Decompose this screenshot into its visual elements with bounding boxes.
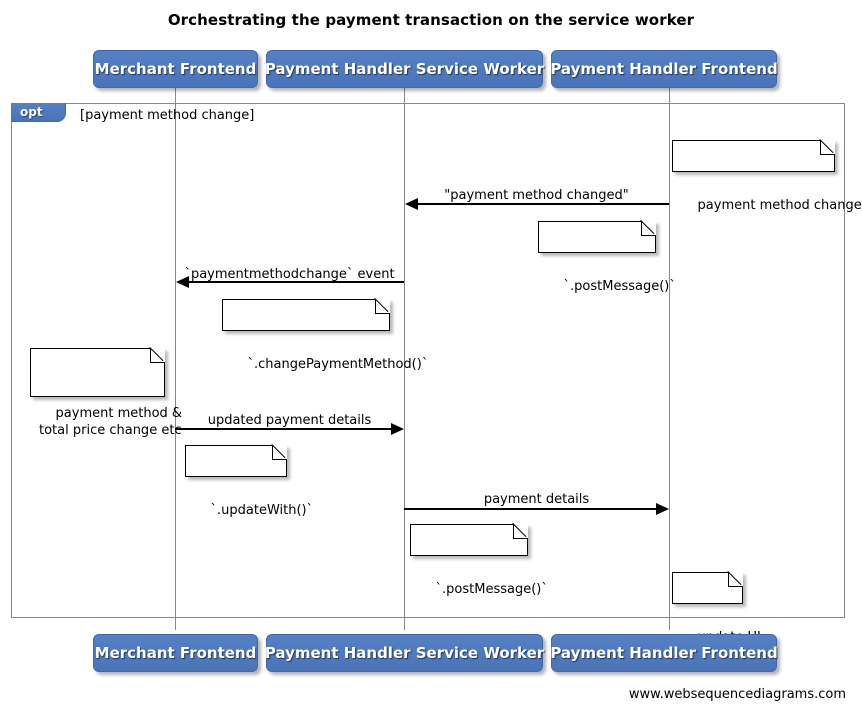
note-post-message-2: `.postMessage()`: [410, 524, 548, 597]
participant-payment-handler-frontend-top[interactable]: Payment Handler Frontend: [550, 50, 778, 88]
footer-credit: www.websequencediagrams.com: [628, 687, 846, 702]
note-fold-corner-icon: [728, 572, 743, 587]
participant-label: Merchant Frontend: [94, 60, 257, 78]
note-text: payment method changed: [697, 198, 862, 213]
participant-merchant-frontend-bottom[interactable]: Merchant Frontend: [93, 634, 258, 672]
message-line-updated-payment-details: [175, 428, 392, 430]
lifeline-payment-handler-service-worker: [404, 88, 405, 630]
participant-merchant-frontend-top[interactable]: Merchant Frontend: [93, 50, 258, 88]
participant-label: Payment Handler Frontend: [550, 644, 778, 662]
message-label-payment-method-changed: "payment method changed": [444, 188, 629, 203]
opt-fragment-guard: [payment method change]: [80, 108, 255, 123]
note-fold-corner-icon: [513, 524, 528, 539]
opt-fragment-tab-label: opt: [20, 105, 43, 119]
note-text: `.changePaymentMethod()`: [247, 357, 429, 372]
note-text: `.postMessage()`: [435, 582, 548, 597]
note-update-with: `.updateWith()`: [185, 445, 313, 518]
note-price-change: payment method & total price change etc: [30, 348, 182, 438]
opt-fragment-tab: opt: [11, 103, 66, 122]
message-arrowhead-paymentmethodchange-event: [176, 276, 189, 288]
note-text: `.updateWith()`: [210, 503, 314, 518]
message-arrowhead-payment-method-changed: [405, 198, 418, 210]
note-update-ui: update UI: [672, 572, 761, 645]
lifeline-merchant-frontend: [175, 88, 176, 630]
lifeline-payment-handler-frontend: [669, 88, 670, 630]
message-label-updated-payment-details: updated payment details: [207, 413, 372, 428]
message-arrowhead-updated-payment-details: [391, 423, 404, 435]
participant-payment-handler-service-worker-top[interactable]: Payment Handler Service Worker: [264, 50, 545, 88]
message-line-payment-details: [404, 508, 657, 510]
participant-payment-handler-frontend-bottom[interactable]: Payment Handler Frontend: [550, 634, 778, 672]
note-fold-corner-icon: [150, 348, 165, 363]
note-payment-method-changed: payment method changed: [672, 140, 862, 213]
message-arrowhead-payment-details: [656, 503, 669, 515]
page-title: Orchestrating the payment transaction on…: [167, 11, 695, 29]
message-line-paymentmethodchange-event: [179, 281, 404, 283]
participant-label: Merchant Frontend: [94, 644, 257, 662]
note-fold-corner-icon: [272, 445, 287, 460]
note-fold-corner-icon: [820, 140, 835, 155]
note-change-payment-method: `.changePaymentMethod()`: [222, 299, 428, 372]
participant-label: Payment Handler Service Worker: [264, 644, 545, 662]
opt-fragment-frame: [11, 103, 845, 618]
note-text: payment method & total price change etc: [39, 406, 183, 438]
note-fold-corner-icon: [641, 221, 656, 236]
message-line-payment-method-changed: [408, 203, 669, 205]
participant-label: Payment Handler Frontend: [550, 60, 778, 78]
message-label-paymentmethodchange-event: `paymentmethodchange` event: [184, 267, 395, 282]
note-fold-corner-icon: [375, 299, 390, 314]
participant-payment-handler-service-worker-bottom[interactable]: Payment Handler Service Worker: [264, 634, 545, 672]
participant-label: Payment Handler Service Worker: [264, 60, 545, 78]
note-post-message-1: `.postMessage()`: [538, 221, 676, 294]
note-text: `.postMessage()`: [563, 279, 676, 294]
message-label-payment-details: payment details: [483, 492, 590, 507]
